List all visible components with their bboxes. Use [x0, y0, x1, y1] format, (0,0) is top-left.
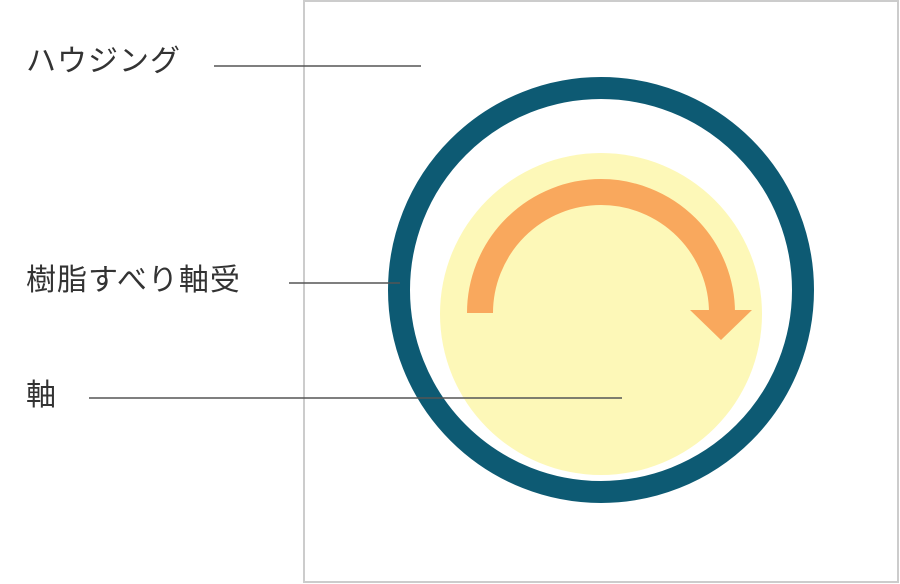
resin-plain-bearing-label: 樹脂すべり軸受	[26, 263, 241, 298]
bearing-ring	[388, 77, 814, 503]
clockwise-arrow-icon	[467, 179, 752, 340]
rotation-arrow-head	[690, 310, 752, 340]
shaft-label: 軸	[26, 378, 57, 413]
housing-label: ハウジング	[26, 44, 181, 79]
rotation-arrow-arc	[467, 179, 735, 314]
